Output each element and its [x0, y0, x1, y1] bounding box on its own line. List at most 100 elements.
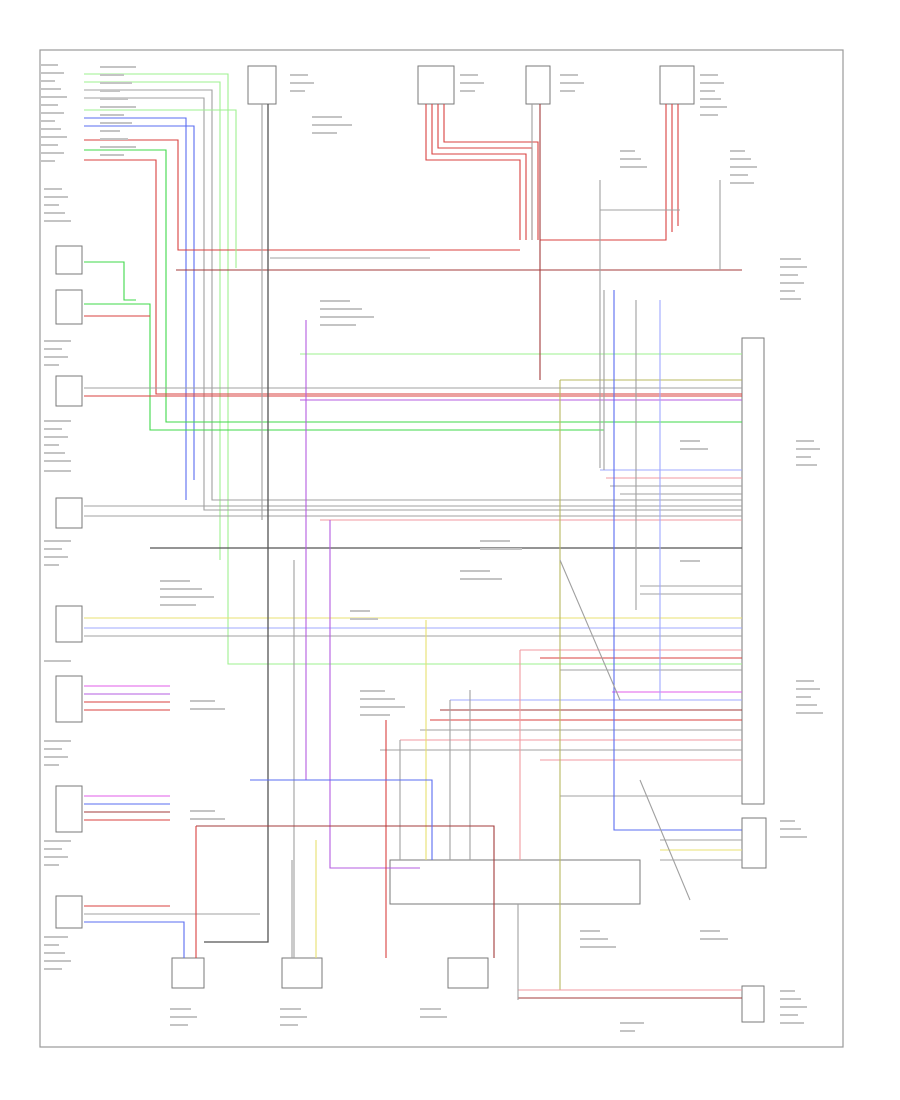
- label-mark: [796, 688, 820, 690]
- label-mark: [700, 106, 727, 108]
- label-mark: [170, 1024, 188, 1026]
- label-mark: [780, 1014, 798, 1016]
- label-mark: [320, 300, 350, 302]
- label-mark: [44, 340, 71, 342]
- label-mark: [40, 88, 61, 90]
- wire-green: [84, 149, 742, 423]
- label-mark: [796, 456, 811, 458]
- label-mark: [160, 580, 190, 582]
- label-mark: [100, 90, 120, 92]
- component-left-5: [55, 605, 83, 643]
- wire-violet: [329, 520, 420, 869]
- label-mark: [700, 74, 718, 76]
- label-mark: [460, 90, 475, 92]
- label-mark: [460, 82, 484, 84]
- wire-red: [431, 104, 527, 240]
- label-mark: [44, 856, 68, 858]
- component-left-2: [55, 289, 83, 325]
- component-bottom-2: [281, 957, 323, 989]
- label-mark: [44, 660, 71, 662]
- component-left-4: [55, 497, 83, 529]
- label-mark: [44, 444, 59, 446]
- label-mark: [44, 968, 62, 970]
- wire-light_green: [84, 109, 237, 268]
- label-mark: [700, 938, 728, 940]
- label-mark: [312, 116, 342, 118]
- component-right-1: [741, 817, 767, 869]
- component-top-1: [247, 65, 277, 105]
- label-mark: [700, 114, 718, 116]
- wire-blue: [84, 117, 187, 500]
- label-mark: [560, 82, 584, 84]
- label-mark: [780, 1022, 804, 1024]
- label-mark: [44, 436, 68, 438]
- label-mark: [44, 452, 65, 454]
- label-mark: [480, 548, 522, 550]
- component-left-6: [55, 675, 83, 723]
- label-mark: [40, 136, 67, 138]
- label-mark: [580, 930, 600, 932]
- wire-red: [425, 104, 521, 240]
- label-mark: [680, 448, 708, 450]
- label-mark: [290, 90, 305, 92]
- label-mark: [40, 112, 64, 114]
- label-mark: [44, 748, 62, 750]
- label-mark: [100, 146, 136, 148]
- label-mark: [360, 714, 390, 716]
- label-mark: [160, 596, 214, 598]
- label-mark: [730, 158, 751, 160]
- label-mark: [460, 578, 502, 580]
- label-mark: [44, 204, 59, 206]
- label-mark: [40, 80, 55, 82]
- label-mark: [190, 708, 225, 710]
- label-mark: [280, 1024, 298, 1026]
- label-mark: [40, 72, 64, 74]
- label-mark: [320, 316, 374, 318]
- label-mark: [100, 122, 132, 124]
- label-mark: [44, 864, 59, 866]
- label-mark: [360, 698, 395, 700]
- label-mark: [560, 74, 578, 76]
- label-mark: [780, 298, 801, 300]
- ecm-connector-right: [741, 337, 765, 805]
- label-mark: [320, 324, 356, 326]
- label-mark: [780, 998, 801, 1000]
- wire-green: [84, 303, 604, 431]
- label-mark: [160, 604, 196, 606]
- label-mark: [620, 1030, 635, 1032]
- component-left-7: [55, 785, 83, 833]
- label-mark: [40, 152, 64, 154]
- label-mark: [320, 308, 362, 310]
- label-mark: [780, 990, 795, 992]
- wire-blue: [84, 921, 185, 958]
- label-mark: [700, 98, 721, 100]
- labels: [40, 64, 823, 1032]
- label-mark: [160, 588, 202, 590]
- wire-red: [84, 139, 290, 251]
- label-mark: [100, 138, 128, 140]
- label-mark: [620, 150, 635, 152]
- label-mark: [44, 840, 71, 842]
- label-mark: [350, 610, 370, 612]
- label-mark: [580, 946, 616, 948]
- wire-red: [443, 104, 539, 240]
- label-mark: [44, 848, 62, 850]
- component-left-3: [55, 375, 83, 407]
- label-mark: [44, 220, 71, 222]
- wire-blue: [613, 290, 742, 831]
- label-mark: [44, 428, 62, 430]
- label-mark: [796, 448, 820, 450]
- label-mark: [420, 1016, 447, 1018]
- label-mark: [44, 756, 68, 758]
- label-mark: [796, 704, 817, 706]
- label-mark: [44, 196, 68, 198]
- label-mark: [40, 64, 58, 66]
- label-mark: [100, 66, 136, 68]
- label-mark: [44, 740, 71, 742]
- label-mark: [44, 564, 59, 566]
- label-mark: [620, 1022, 644, 1024]
- label-mark: [680, 560, 700, 562]
- label-mark: [312, 132, 337, 134]
- wire-red: [437, 104, 533, 240]
